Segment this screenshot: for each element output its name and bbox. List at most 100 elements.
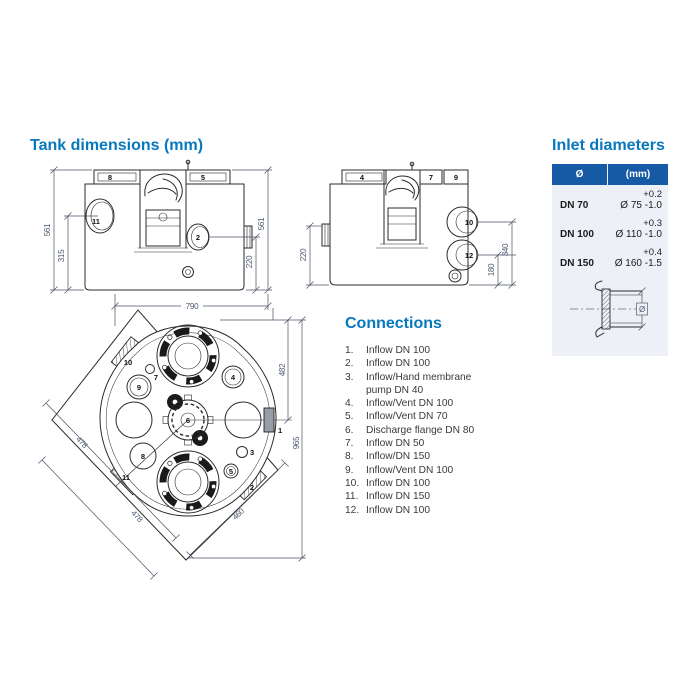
list-item: 3. Inflow/Hand membrane pump DN 40 — [345, 371, 505, 398]
pump-top — [156, 324, 220, 388]
front-label-8: 8 — [108, 173, 112, 182]
item-text: Inflow/Vent DN 100 — [366, 398, 454, 410]
front-dim-561-right: 561 — [257, 217, 266, 230]
side-label-7: 7 — [429, 173, 433, 182]
inlet-diameters-title: Inlet diameters — [552, 137, 665, 154]
port-1 — [263, 407, 275, 433]
list-item: 4. Inflow/Vent DN 100 — [345, 397, 505, 410]
item-number: 11. — [345, 491, 359, 503]
item-text: Discharge flange DN 80 — [366, 424, 475, 436]
top-dim-460: 460 — [231, 506, 247, 522]
dn-label: DN 150 — [560, 258, 594, 269]
top-label-6: 6 — [186, 416, 190, 425]
item-number: 9. — [345, 464, 354, 476]
list-item: 5. Inflow/Vent DN 70 — [345, 410, 505, 423]
side-label-12: 12 — [465, 251, 473, 260]
discharge-unit — [162, 394, 214, 446]
front-dim-220-right: 220 — [245, 255, 254, 268]
connections-title: Connections — [345, 315, 442, 332]
item-number: 4. — [345, 398, 354, 410]
item-text: Inflow/Hand membrane pump DN 40 — [366, 371, 472, 396]
tolerance: +0.2 — [643, 189, 662, 200]
table-row: +0.3 DN 100 Ø 110 -1.0 — [552, 214, 668, 243]
top-label-8: 8 — [141, 452, 145, 461]
front-label-11: 11 — [92, 217, 100, 226]
front-dim-315: 315 — [57, 249, 66, 262]
dn-label: DN 100 — [560, 229, 594, 240]
item-number: 7. — [345, 438, 354, 450]
item-text: Inflow DN 100 — [366, 345, 430, 356]
diameter-value: Ø 75 -1.0 — [620, 200, 662, 211]
item-text: Inflow DN 100 — [366, 504, 430, 516]
top-label-4: 4 — [231, 373, 236, 382]
dn-label: DN 70 — [560, 200, 589, 211]
side-dim-180: 180 — [487, 263, 496, 276]
item-text: Inflow DN 50 — [366, 438, 425, 450]
connections-list: 1. Inflow DN 100 2. Inflow DN 100 3. Inflow… — [345, 344, 505, 517]
socket-diameter-label: Ø — [639, 305, 645, 314]
list-item: 7. Inflow DN 50 — [345, 437, 505, 450]
top-dim-482: 482 — [278, 363, 287, 376]
front-view-drawing: 8 5 11 2 561 315 561 220 790 — [43, 159, 272, 311]
item-number: 12. — [345, 504, 360, 516]
item-number: 2. — [345, 358, 354, 370]
tank-dimensions-title: Tank dimensions (mm) — [30, 137, 204, 154]
top-dim-965: 965 — [292, 436, 301, 449]
side-label-9: 9 — [454, 173, 458, 182]
inlet-socket-drawing: Ø — [570, 280, 648, 338]
side-dim-220: 220 — [299, 248, 308, 261]
list-item: 6. Discharge flange DN 80 — [345, 424, 505, 437]
top-label-9: 9 — [137, 383, 141, 392]
item-number: 10. — [345, 477, 360, 489]
front-dim-790: 790 — [186, 302, 199, 311]
item-number: 8. — [345, 451, 354, 463]
top-dim-478-left: 478 — [74, 435, 90, 451]
inlet-table-header: Ø (mm) — [552, 164, 668, 185]
item-number: 3. — [345, 371, 354, 383]
inlet-diameters-panel: Ø (mm) +0.2 DN 70 Ø 75 -1.0 +0.3 DN 100 … — [552, 164, 668, 356]
diameter-value: Ø 160 -1.5 — [614, 258, 662, 269]
pump-bottom — [156, 450, 220, 514]
front-dim-561-left: 561 — [43, 223, 52, 236]
side-label-10: 10 — [465, 218, 473, 227]
top-label-2: 2 — [250, 483, 254, 492]
tolerance: +0.3 — [643, 218, 662, 229]
list-item: 8. Inflow/DN 150 — [345, 450, 505, 463]
top-label-1: 1 — [278, 426, 282, 435]
front-label-2: 2 — [196, 233, 200, 242]
top-dim-478-bottom: 478 — [129, 509, 145, 525]
item-number: 6. — [345, 424, 354, 436]
pump-volute-icon — [144, 173, 183, 203]
top-label-5: 5 — [229, 467, 233, 476]
item-text: Inflow/Vent DN 70 — [366, 411, 448, 423]
item-number: 1. — [345, 345, 354, 356]
tolerance: +0.4 — [643, 247, 662, 258]
top-label-3: 3 — [250, 448, 254, 457]
list-item: 11. Inflow DN 150 — [345, 490, 505, 503]
header-diameter: Ø — [552, 164, 607, 185]
item-text: Inflow DN 100 — [366, 477, 430, 489]
list-item: 10. Inflow DN 100 — [345, 477, 505, 490]
diameter-value: Ø 110 -1.0 — [615, 229, 662, 240]
table-row: +0.2 DN 70 Ø 75 -1.0 — [552, 185, 668, 214]
list-item: 2. Inflow DN 100 — [345, 357, 505, 370]
list-item: 9. Inflow/Vent DN 100 — [345, 464, 505, 477]
item-text: Inflow DN 100 — [366, 358, 430, 370]
front-label-5: 5 — [201, 173, 205, 182]
table-row: +0.4 DN 150 Ø 160 -1.5 — [552, 243, 668, 272]
item-text: Inflow DN 150 — [366, 491, 430, 503]
side-view-drawing: 4 7 9 10 12 220 180 340 — [299, 161, 516, 289]
pump-volute-icon — [385, 175, 420, 201]
item-text: Inflow/Vent DN 100 — [366, 464, 454, 476]
side-label-4: 4 — [360, 173, 365, 182]
list-item: 12. Inflow DN 100 — [345, 504, 505, 517]
top-label-7: 7 — [154, 373, 158, 382]
item-text: Inflow/DN 150 — [366, 451, 430, 463]
item-number: 5. — [345, 411, 354, 423]
top-label-11: 11 — [122, 473, 130, 482]
top-view-drawing: 10 7 9 4 6 1 3 8 11 5 2 482 965 478 478 … — [38, 308, 306, 580]
side-dim-340: 340 — [501, 243, 510, 256]
list-item: 1. Inflow DN 100 — [345, 344, 505, 357]
header-mm: (mm) — [608, 164, 668, 185]
